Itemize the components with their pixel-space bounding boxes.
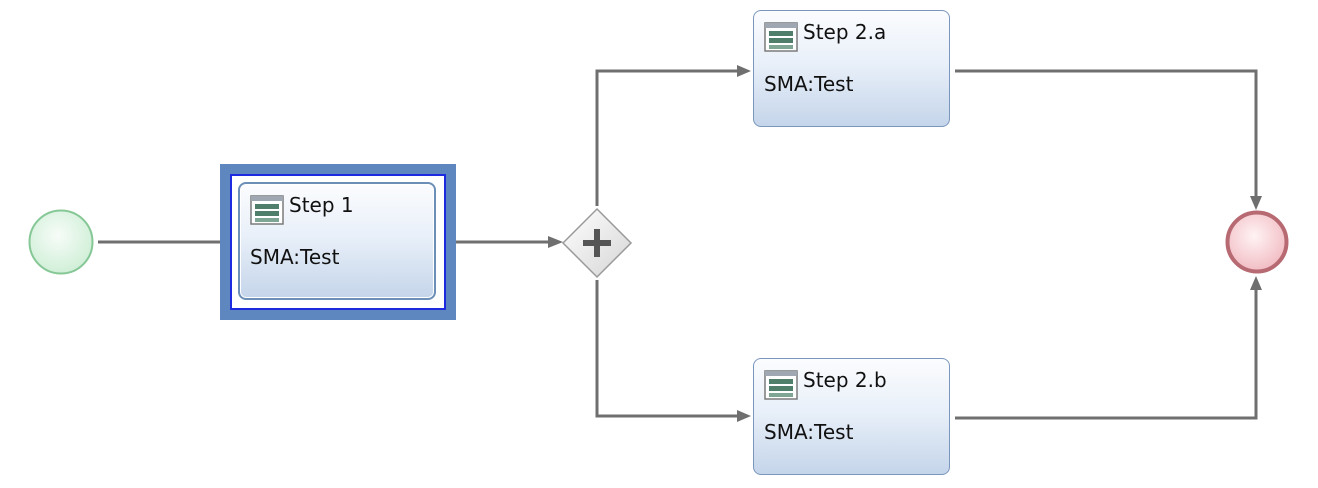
- sequence-flows: [98, 65, 1262, 422]
- flow-gateway-to-step2a[interactable]: [595, 65, 751, 206]
- task-step-2a[interactable]: Step 2.a SMA:Test: [753, 10, 950, 127]
- flow-start-to-step1[interactable]: [98, 236, 238, 248]
- task-icon: [764, 22, 798, 52]
- task-title: Step 2.a: [803, 20, 887, 44]
- task-step-2b[interactable]: Step 2.b SMA:Test: [753, 358, 950, 475]
- selection-highlight: Step 1 SMA:Test: [220, 164, 456, 320]
- task-icon: [764, 370, 798, 400]
- task-title: Step 2.b: [803, 368, 887, 392]
- start-event[interactable]: [28, 209, 94, 275]
- plus-icon: [583, 229, 611, 257]
- selection-border: Step 1 SMA:Test: [230, 174, 446, 310]
- parallel-gateway[interactable]: [561, 207, 633, 279]
- end-event[interactable]: [1225, 210, 1289, 274]
- task-subtitle: SMA:Test: [250, 245, 340, 269]
- task-subtitle: SMA:Test: [764, 72, 854, 96]
- flow-gateway-to-step2b[interactable]: [595, 280, 751, 422]
- flow-step2b-to-end[interactable]: [955, 276, 1262, 420]
- task-step-1[interactable]: Step 1 SMA:Test: [238, 182, 436, 300]
- task-subtitle: SMA:Test: [764, 420, 854, 444]
- task-icon: [250, 195, 284, 225]
- flow-step1-to-gateway[interactable]: [442, 236, 563, 248]
- task-title: Step 1: [289, 193, 354, 217]
- flow-step2a-to-end[interactable]: [955, 69, 1262, 210]
